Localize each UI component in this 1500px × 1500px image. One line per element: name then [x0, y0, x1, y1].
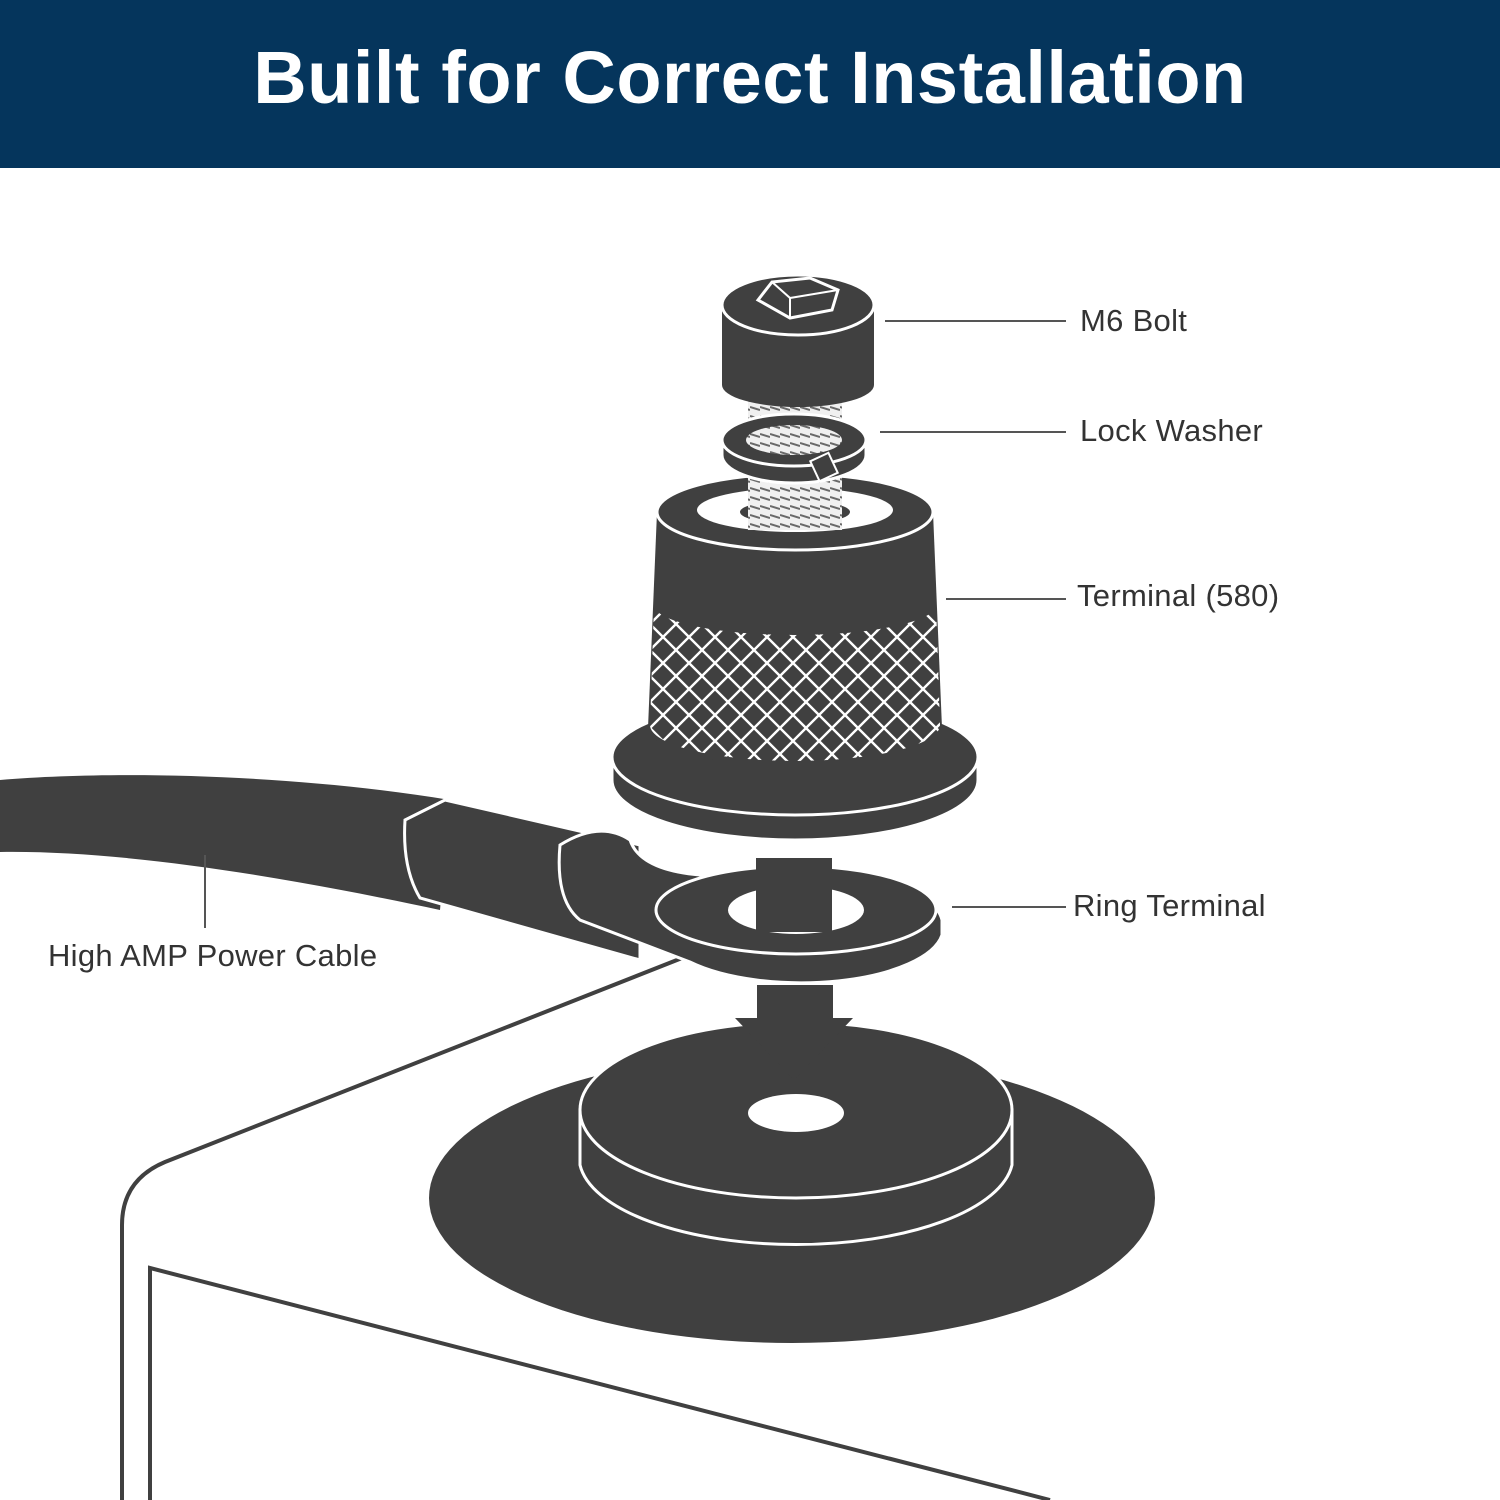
label-terminal: Terminal (580)	[1077, 578, 1280, 613]
label-power-cable: High AMP Power Cable	[48, 938, 378, 973]
power-cable	[0, 775, 642, 962]
leader-lines	[204, 320, 1066, 928]
label-ring-terminal: Ring Terminal	[1073, 888, 1266, 923]
label-m6-bolt: M6 Bolt	[1080, 303, 1188, 338]
down-arrow-icon	[735, 985, 853, 1080]
page-title: Built for Correct Installation	[253, 35, 1247, 119]
header-banner: Built for Correct Installation	[0, 0, 1500, 168]
label-lock-washer: Lock Washer	[1080, 413, 1264, 448]
terminal-base	[429, 1020, 1155, 1343]
lock-washer	[720, 412, 868, 485]
m6-bolt	[720, 273, 876, 407]
battery-box	[120, 943, 1051, 1500]
ring-terminal	[557, 829, 944, 985]
